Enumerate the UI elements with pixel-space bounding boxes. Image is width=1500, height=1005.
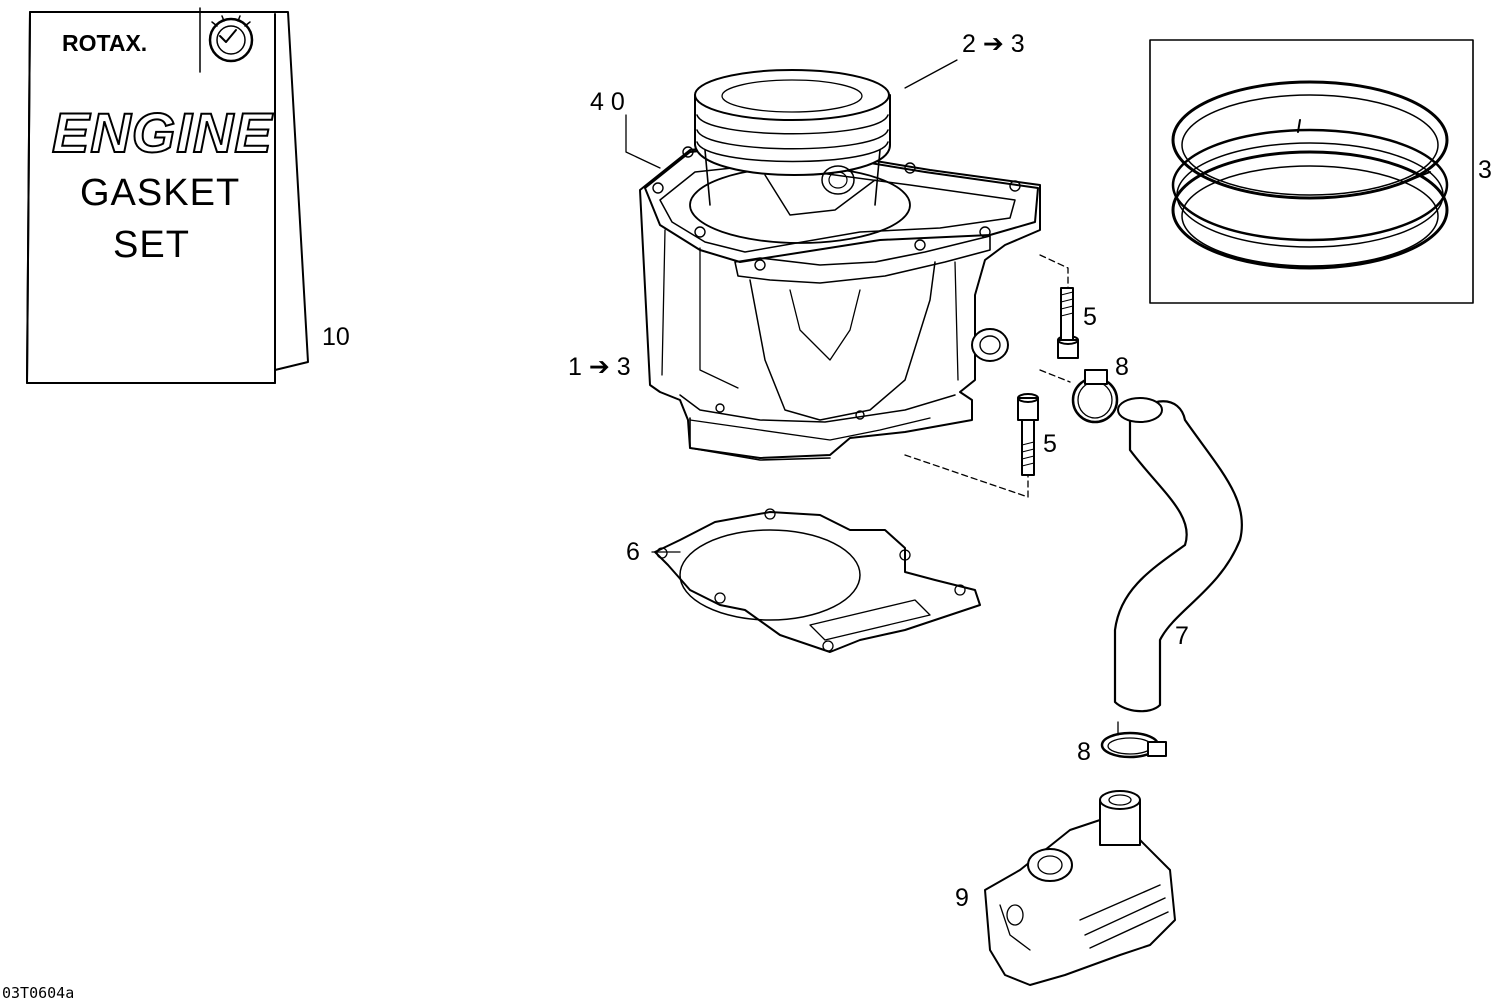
callout-8-lower: 8: [1077, 738, 1091, 766]
coolant-hose: [1113, 397, 1244, 713]
callout-5-lower: 5: [1043, 430, 1057, 458]
leader-lines: [625, 59, 1119, 736]
callout-1: 1 ➔ 3: [568, 353, 631, 381]
piston-ring-set: [1149, 39, 1474, 304]
callout-7: 7: [1175, 622, 1189, 650]
booklet-title-gasket: GASKET: [80, 172, 241, 214]
callout-2: 2 ➔ 3: [962, 30, 1025, 58]
callout-4: 4 0: [590, 88, 625, 116]
callout-9: 9: [955, 884, 969, 912]
figure-reference-code: 03T0604a: [2, 984, 75, 1002]
screw-upper: [1057, 287, 1079, 359]
booklet-brand: ROTAX.: [62, 30, 148, 56]
callout-10: 10: [322, 323, 350, 351]
piston: [694, 69, 891, 216]
booklet-title-engine: ENGINE: [51, 100, 273, 165]
callout-3: 3: [1478, 156, 1492, 184]
hose-clamp-lower: [1100, 731, 1167, 759]
callout-5-upper: 5: [1083, 303, 1097, 331]
brp-logo-icon: [208, 15, 254, 63]
screw-lower: [1017, 393, 1039, 476]
callout-6: 6: [626, 538, 640, 566]
gasket-set-booklet: [26, 7, 309, 384]
base-gasket: [654, 508, 981, 653]
booklet-title-set: SET: [113, 224, 190, 266]
water-outlet-fitting: [984, 790, 1176, 986]
cylinder-assembly: [639, 69, 1041, 461]
callout-8-upper: 8: [1115, 353, 1129, 381]
hose-clamp-upper: [1071, 369, 1119, 424]
